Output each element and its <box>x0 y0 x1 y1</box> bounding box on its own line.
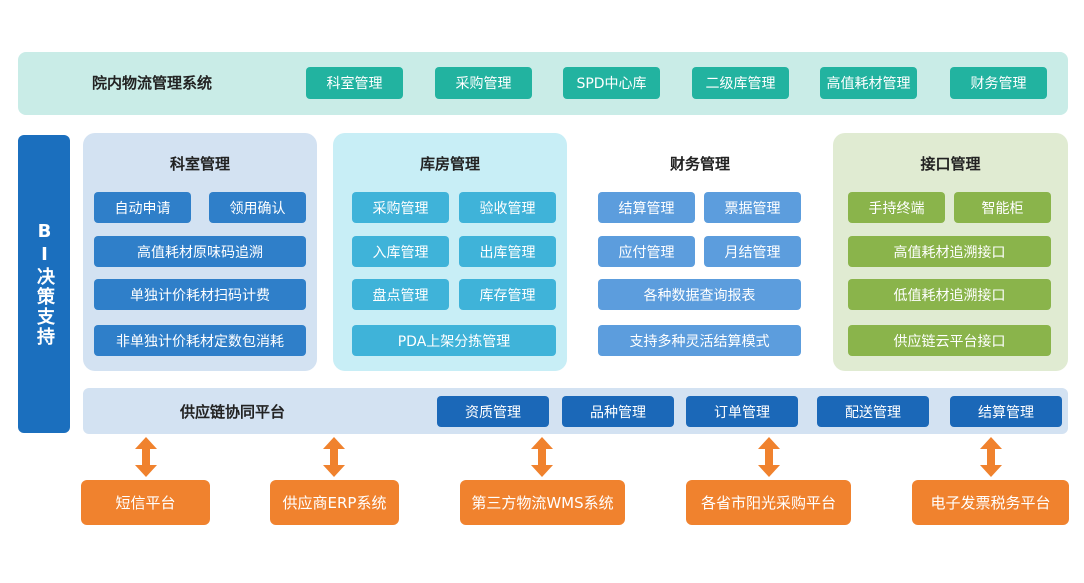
external-sunshine-procurement[interactable]: 各省市阳光采购平台 <box>686 480 851 525</box>
hospital-logistics-title: 院内物流管理系统 <box>92 74 213 92</box>
external-einvoice[interactable]: 电子发票税务平台 <box>912 480 1069 525</box>
caiwu-item[interactable]: 应付管理 <box>598 236 695 267</box>
jiekou-item[interactable]: 高值耗材追溯接口 <box>848 236 1051 267</box>
top-item-caiwu[interactable]: 财务管理 <box>950 67 1047 99</box>
double-arrow-icon <box>531 437 553 477</box>
external-wms[interactable]: 第三方物流WMS系统 <box>460 480 625 525</box>
double-arrow-icon <box>135 437 157 477</box>
top-item-keshi[interactable]: 科室管理 <box>306 67 403 99</box>
kufang-item[interactable]: 验收管理 <box>459 192 556 223</box>
kufang-item[interactable]: 出库管理 <box>459 236 556 267</box>
bi-label: BI决策支持 <box>34 221 55 347</box>
panel-caiwu-title: 财务管理 <box>669 155 730 173</box>
external-supplier-erp[interactable]: 供应商ERP系统 <box>270 480 399 525</box>
keshi-item[interactable]: 非单独计价耗材定数包消耗 <box>94 325 306 356</box>
bi-decision-bar: BI决策支持 <box>18 135 70 433</box>
supply-item[interactable]: 资质管理 <box>437 396 549 427</box>
top-item-spd[interactable]: SPD中心库 <box>563 67 660 99</box>
caiwu-item[interactable]: 支持多种灵活结算模式 <box>598 325 801 356</box>
double-arrow-icon <box>323 437 345 477</box>
caiwu-item[interactable]: 票据管理 <box>704 192 801 223</box>
jiekou-item[interactable]: 低值耗材追溯接口 <box>848 279 1051 310</box>
top-item-gaozhi[interactable]: 高值耗材管理 <box>820 67 917 99</box>
keshi-item[interactable]: 单独计价耗材扫码计费 <box>94 279 306 310</box>
external-sms[interactable]: 短信平台 <box>81 480 210 525</box>
keshi-item[interactable]: 领用确认 <box>209 192 306 223</box>
jiekou-item[interactable]: 手持终端 <box>848 192 945 223</box>
double-arrow-icon <box>758 437 780 477</box>
kufang-item[interactable]: 库存管理 <box>459 279 556 310</box>
caiwu-item[interactable]: 月结管理 <box>704 236 801 267</box>
keshi-item[interactable]: 自动申请 <box>94 192 191 223</box>
supply-item[interactable]: 结算管理 <box>950 396 1062 427</box>
supply-item[interactable]: 配送管理 <box>817 396 929 427</box>
kufang-item[interactable]: 盘点管理 <box>352 279 449 310</box>
panel-keshi-title: 科室管理 <box>169 155 230 173</box>
double-arrow-icon <box>980 437 1002 477</box>
jiekou-item[interactable]: 供应链云平台接口 <box>848 325 1051 356</box>
caiwu-item[interactable]: 结算管理 <box>598 192 695 223</box>
jiekou-item[interactable]: 智能柜 <box>954 192 1051 223</box>
kufang-item[interactable]: PDA上架分拣管理 <box>352 325 556 356</box>
kufang-item[interactable]: 入库管理 <box>352 236 449 267</box>
keshi-item[interactable]: 高值耗材原味码追溯 <box>94 236 306 267</box>
supply-chain-title: 供应链协同平台 <box>180 403 286 421</box>
panel-kufang-title: 库房管理 <box>419 155 480 173</box>
supply-item[interactable]: 品种管理 <box>562 396 674 427</box>
panel-jiekou-title: 接口管理 <box>920 155 981 173</box>
supply-item[interactable]: 订单管理 <box>686 396 798 427</box>
kufang-item[interactable]: 采购管理 <box>352 192 449 223</box>
caiwu-item[interactable]: 各种数据查询报表 <box>598 279 801 310</box>
top-item-caigou[interactable]: 采购管理 <box>435 67 532 99</box>
top-item-erjiku[interactable]: 二级库管理 <box>692 67 789 99</box>
